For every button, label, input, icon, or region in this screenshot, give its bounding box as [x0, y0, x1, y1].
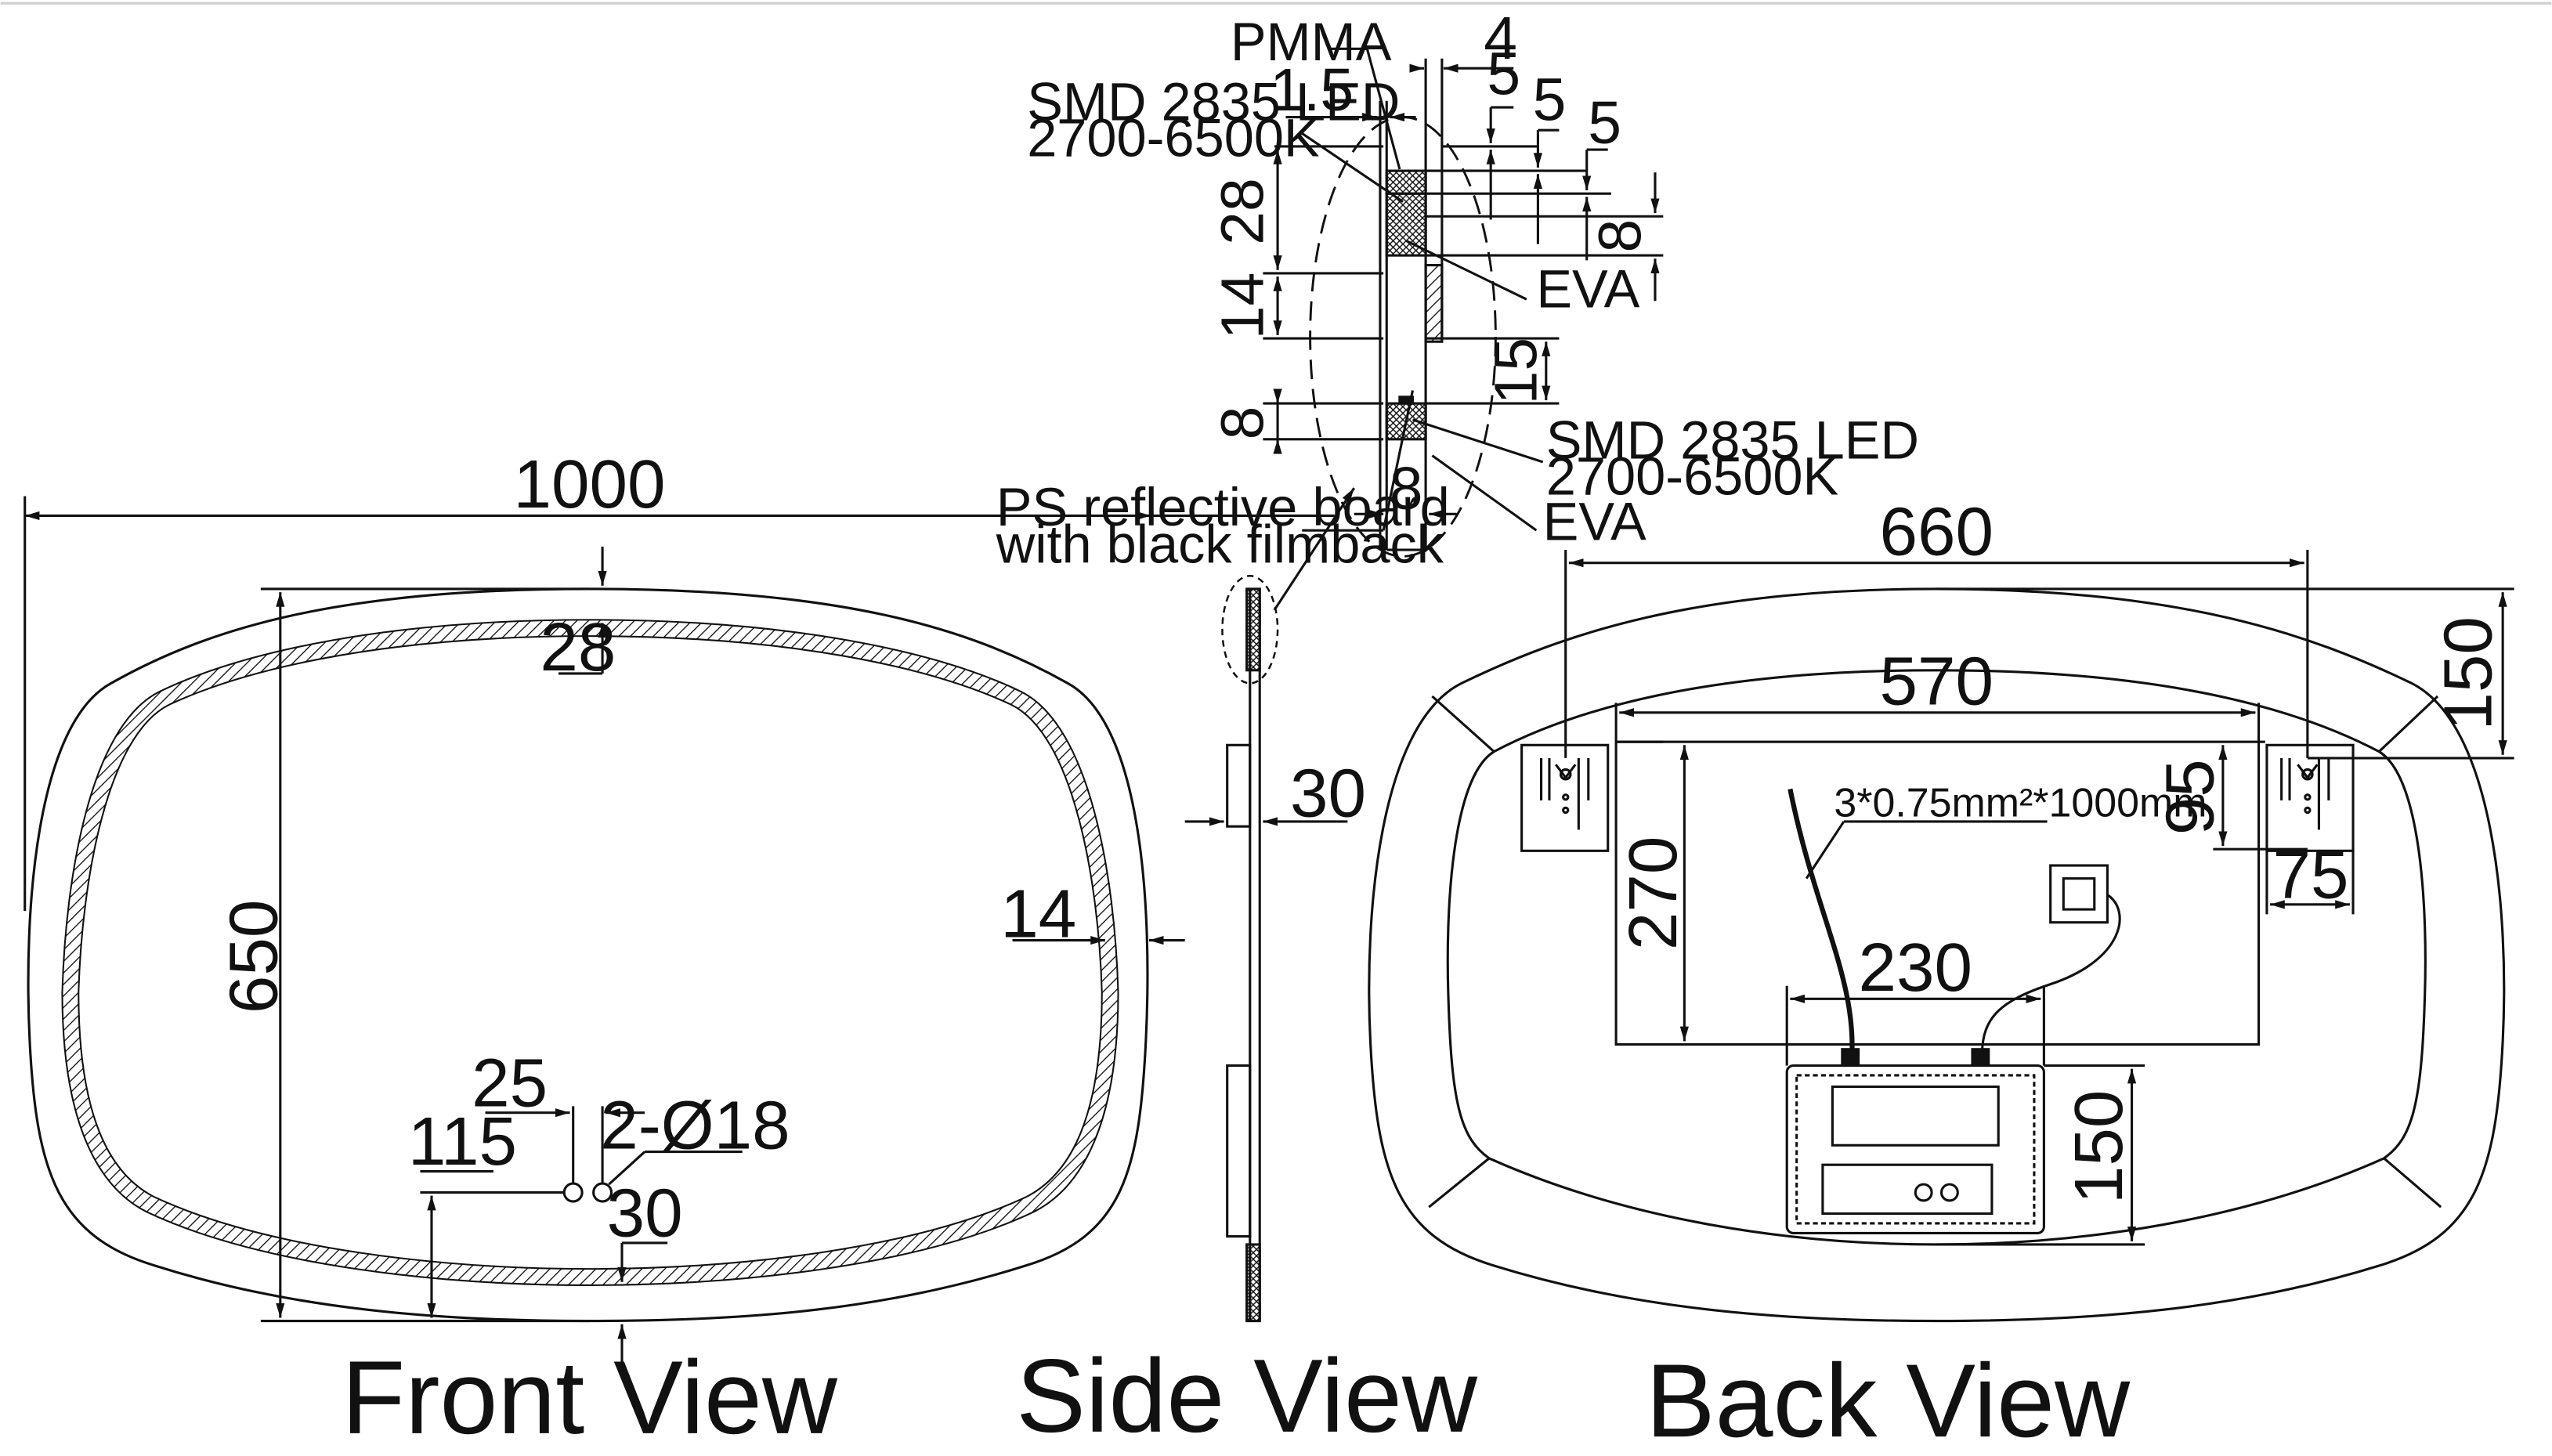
dim-5b-label: 5 — [1533, 67, 1567, 134]
led-block-top — [1385, 192, 1427, 257]
side-view — [1184, 487, 1356, 1323]
side-led-strip-top — [1245, 587, 1261, 672]
side-bracket-lower — [1226, 1064, 1252, 1238]
eva-top-label: EVA — [1536, 259, 1639, 320]
led-bottom-label-2: 2700-6500K — [1546, 446, 1838, 506]
dim-14-label: 14 — [1209, 273, 1276, 339]
section-detail — [1263, 47, 1664, 558]
front-view — [23, 496, 1335, 1367]
back-view — [1368, 550, 2514, 1323]
led-top-label-1: SMD 2835 LED — [1027, 72, 1400, 132]
led-chip-bottom — [1398, 396, 1415, 405]
side-view-title: Side View — [1016, 1339, 1478, 1454]
hole-height-label: 115 — [408, 1104, 517, 1180]
sensor-switch — [2049, 864, 2109, 924]
front-height-label: 650 — [216, 900, 292, 1014]
back-view-title: Back View — [1646, 1343, 2131, 1456]
switch-cable — [1980, 894, 2121, 1054]
front-led-strip — [61, 619, 1119, 1286]
dim-8-right-label: 8 — [1586, 219, 1654, 253]
eva-strip-top — [1424, 264, 1444, 343]
back-outer-outline — [1368, 587, 2506, 1323]
front-outer-outline — [27, 587, 1149, 1323]
bracket-spacing-label: 660 — [1880, 493, 1994, 569]
led-top-label-2: 2700-6500K — [1027, 107, 1319, 168]
detail-circle-small — [1221, 575, 1279, 685]
front-width-label: 1000 — [513, 446, 665, 522]
hole-bottom-label: 30 — [607, 1176, 683, 1252]
sensor-switch-inner — [2062, 877, 2096, 911]
hole-spacing-label: 25 — [472, 1045, 548, 1121]
side-bracket-upper — [1226, 743, 1252, 828]
front-view-title: Front View — [342, 1340, 838, 1456]
reflective-board-label-2: with black filmback — [996, 515, 1444, 575]
box-height-label: 150 — [2061, 1090, 2137, 1205]
dim-5a-label: 5 — [1487, 40, 1520, 107]
pmma-diffuser — [1385, 169, 1427, 195]
dim-5c-label: 5 — [1588, 89, 1621, 157]
dim-28-label: 28 — [1209, 178, 1276, 244]
bracket-offset-label: 95 — [2152, 759, 2228, 835]
pmma-label: PMMA — [1231, 12, 1392, 72]
led-inset-label: 28 — [540, 609, 616, 685]
box-width-label: 230 — [1859, 930, 1973, 1006]
cable-spec-label: 3*0.75mm²*1000mm — [1834, 781, 2207, 826]
edge-band-label: 14 — [1000, 876, 1076, 952]
led-bottom-label-1: SMD 2835 LED — [1546, 410, 1919, 471]
bracket-width-label: 75 — [2273, 837, 2349, 913]
side-led-strip-bottom — [1245, 1243, 1261, 1323]
dim-8-left-label: 8 — [1209, 406, 1276, 440]
dim-1-5-label: 1.5 — [1270, 56, 1354, 124]
dim-4-label: 4 — [1484, 5, 1517, 72]
frame-width-label: 570 — [1880, 643, 1994, 719]
bracket-top-label: 150 — [2431, 616, 2507, 731]
mounting-hole-left — [562, 1182, 584, 1203]
bracket-right — [2265, 743, 2355, 852]
dim-15-label: 15 — [1482, 338, 1549, 404]
mounting-hole-right — [592, 1182, 613, 1203]
dim-8-bottom-label: 8 — [1390, 455, 1423, 522]
side-thickness-label: 30 — [1290, 756, 1366, 832]
reflective-board-label-1: PS reflective board — [996, 477, 1450, 537]
power-cable — [1787, 788, 1855, 1055]
driver-box — [1785, 1048, 2045, 1234]
frame-height-label: 270 — [1615, 836, 1691, 951]
back-frame — [1614, 740, 2261, 1046]
hole-count-label: 2-Ø18 — [600, 1087, 790, 1163]
eva-bottom-label: EVA — [1543, 492, 1647, 552]
bracket-left — [1520, 743, 1610, 852]
